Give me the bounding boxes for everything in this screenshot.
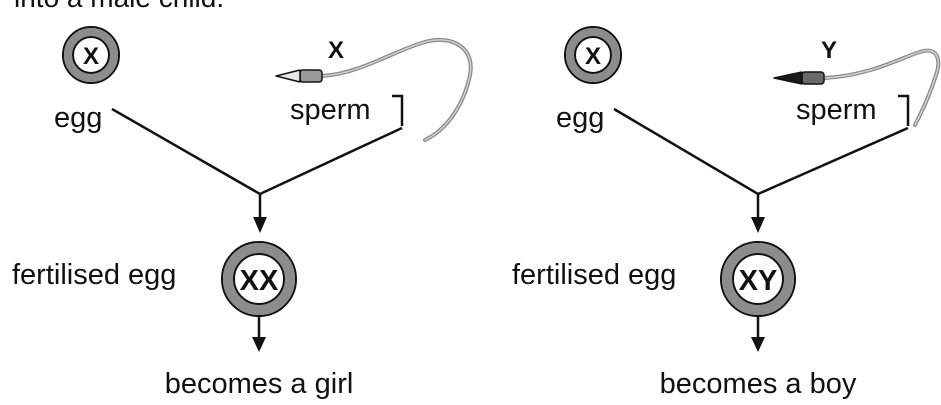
sperm-label: sperm: [290, 94, 371, 126]
outcome-label: becomes a girl: [165, 368, 354, 400]
heading-fragment: into a male child.: [14, 0, 224, 13]
panel-right: X egg Y sperm fertilised egg XY becomes …: [512, 27, 938, 400]
egg-label: egg: [54, 102, 102, 134]
arrow-down-icon: [751, 337, 765, 352]
arrow-down-icon: [253, 217, 267, 233]
sperm-label: sperm: [796, 94, 877, 126]
arrow-down-icon: [751, 217, 765, 233]
egg-chromosome-label: X: [83, 43, 99, 70]
fertilised-chromosomes-label: XX: [240, 265, 279, 297]
outcome-label: becomes a boy: [660, 368, 857, 400]
arrow-down-icon: [252, 337, 266, 352]
fertilised-egg-label: fertilised egg: [12, 259, 176, 291]
sperm-chromosome-label: Y: [821, 37, 837, 64]
egg-label: egg: [556, 102, 604, 134]
egg-chromosome-label: X: [585, 43, 601, 70]
fertilised-egg-label: fertilised egg: [512, 259, 676, 291]
panel-left: X egg X sperm fertilised egg XX becomes …: [12, 27, 471, 400]
fertilised-chromosomes-label: XY: [739, 265, 778, 297]
sperm-chromosome-label: X: [328, 37, 344, 64]
